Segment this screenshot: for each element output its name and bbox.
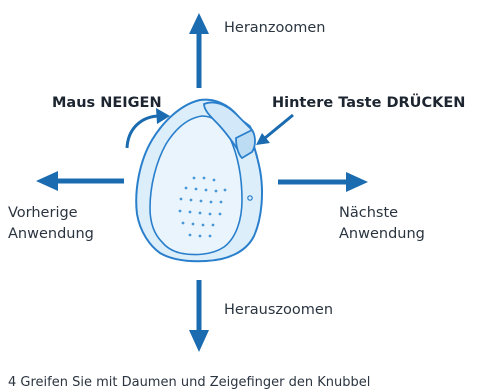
arrow-up-icon <box>189 13 209 88</box>
zoom-out-label: Herauszoomen <box>224 302 334 318</box>
back-button-label-strong: DRÜCKEN <box>386 95 466 111</box>
pointer-arrow-icon <box>256 113 294 145</box>
mouse-illustration <box>135 98 263 263</box>
back-button-label: Hintere Taste DRÜCKEN <box>272 93 465 113</box>
previous-app-label-line1: Vorherige <box>8 205 78 221</box>
back-button-label-prefix: Hintere Taste <box>272 95 387 111</box>
zoom-in-label: Heranzoomen <box>224 20 326 36</box>
tilt-label: Maus NEIGEN <box>52 95 162 111</box>
arrow-left-icon <box>36 171 124 191</box>
previous-app-label-line2: Anwendung <box>8 226 94 242</box>
arrow-down-icon <box>189 280 209 352</box>
next-app-label-line2: Anwendung <box>339 226 425 242</box>
arrow-right-icon <box>278 172 368 192</box>
tilt-arrow-icon <box>125 108 170 149</box>
footer-instruction-text: 4 Greifen Sie mit Daumen und Zeigefinger… <box>8 375 371 390</box>
next-app-label-line1: Nächste <box>339 205 399 221</box>
